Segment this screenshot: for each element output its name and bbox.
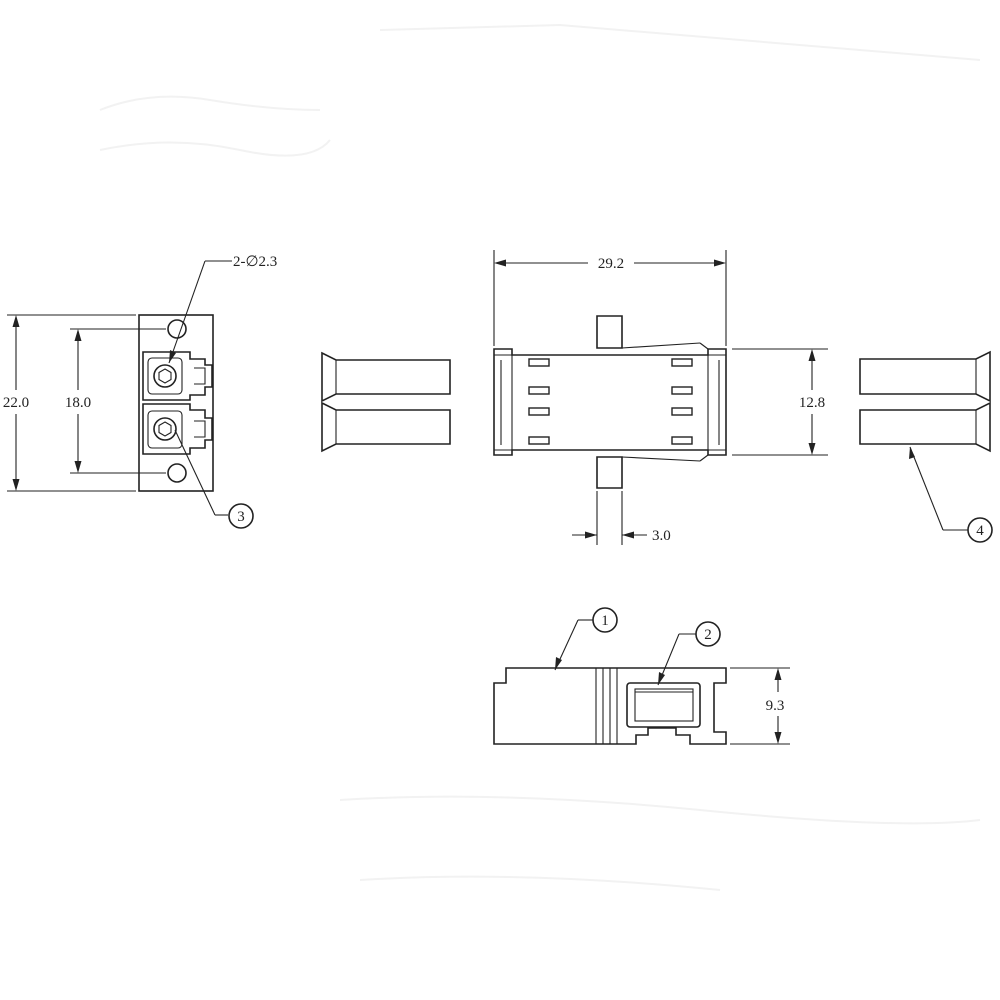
callout-3-label: 3: [237, 509, 245, 525]
slot: [528, 358, 550, 367]
dim-flange-width: 3.0: [652, 528, 671, 544]
mounting-hole-bottom: [167, 463, 187, 483]
slot: [671, 358, 693, 367]
callout-3-circle: [228, 503, 254, 529]
mounting-hole-top: [167, 319, 187, 339]
ferrule-upper: [153, 364, 177, 388]
callout-1-circle: [592, 607, 618, 633]
plug-right-upper: [859, 350, 991, 403]
callout-4-circle: [967, 517, 993, 543]
top-view: 29.2 12.8 3.0 4: [321, 250, 993, 545]
slot: [671, 386, 693, 395]
background-artifacts: [99, 23, 981, 891]
dim-body-length: 29.2: [598, 256, 624, 272]
slot: [671, 407, 693, 416]
callout-2-circle: [695, 621, 721, 647]
dim-port-height: 12.8: [799, 395, 825, 411]
front-port-lower: [142, 403, 213, 455]
callout-2-label: 2: [704, 627, 712, 643]
ferrule-lower: [153, 417, 177, 441]
slot: [528, 436, 550, 445]
side-window: [626, 682, 701, 728]
front-view: 22.0 18.0 2-∅2.3 3: [3, 254, 277, 529]
callout-1-label: 1: [601, 613, 609, 629]
callout-4-label: 4: [976, 523, 984, 539]
plug-left-upper: [321, 351, 451, 403]
front-port-upper: [142, 351, 213, 401]
plug-left-lower: [321, 401, 451, 453]
dim-side-height: 9.3: [766, 698, 785, 714]
slot: [528, 407, 550, 416]
side-view: 9.3 1 2: [493, 607, 790, 745]
plug-right-lower: [859, 401, 991, 453]
dim-total-height: 22.0: [3, 395, 29, 411]
slot: [671, 436, 693, 445]
dim-hole-spec: 2-∅2.3: [233, 254, 277, 270]
slot: [528, 386, 550, 395]
dim-hole-pitch: 18.0: [65, 395, 91, 411]
